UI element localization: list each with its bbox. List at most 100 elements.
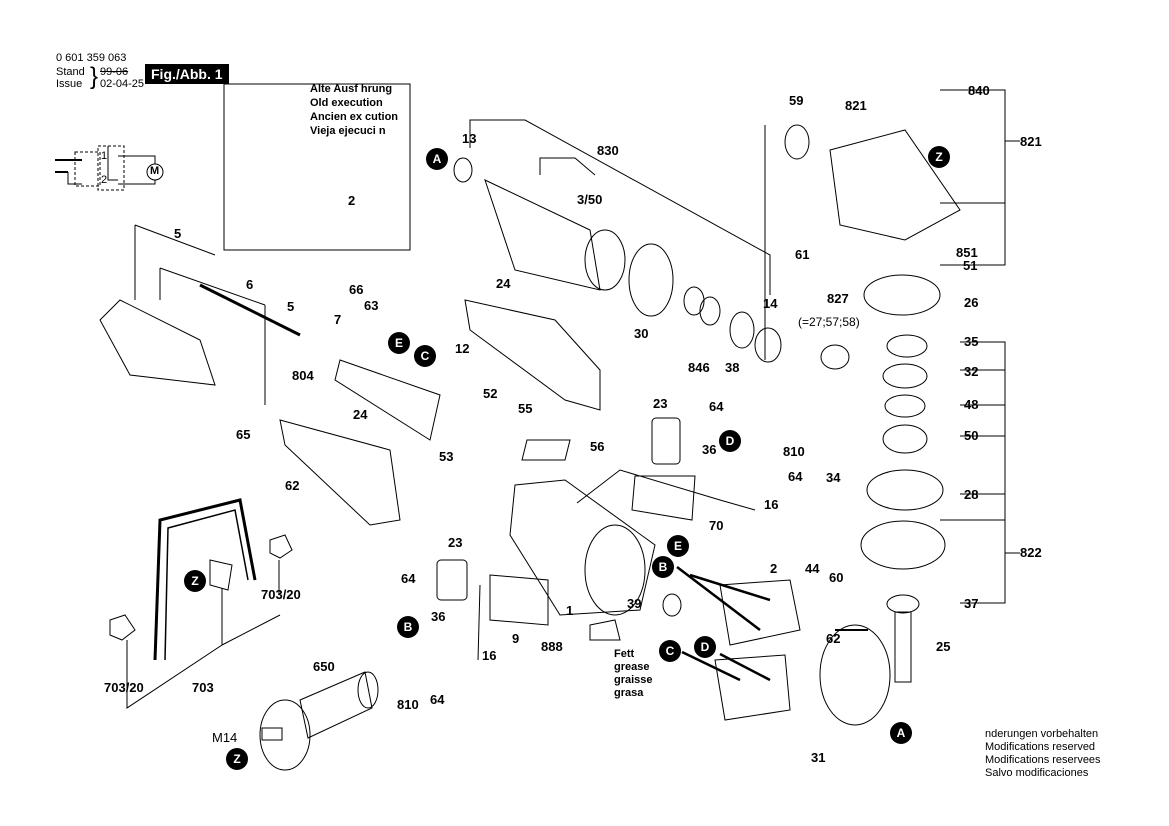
part-label: 52 xyxy=(483,386,498,401)
cable-sleeve-drawing xyxy=(99,224,301,405)
bow-handle-drawing xyxy=(109,498,293,709)
switch-drawing xyxy=(334,359,441,441)
connector-marker-z: Z xyxy=(226,748,248,770)
connector-marker-e: E xyxy=(388,332,410,354)
modifications-note: nderungen vorbehalten Modifications rese… xyxy=(985,728,1101,779)
part-label: 5 xyxy=(174,226,182,241)
brace-icon: } xyxy=(90,63,99,90)
part-label: 64 xyxy=(709,399,724,414)
part-label: 12 xyxy=(455,341,470,356)
part-label: 804 xyxy=(292,368,314,383)
part-label: 30 xyxy=(634,326,649,341)
part-label: 16 xyxy=(764,497,779,512)
part-label: 7 xyxy=(334,312,342,327)
connector-marker-c: C xyxy=(414,345,436,367)
part-label: 37 xyxy=(964,596,979,611)
part-label: 64 xyxy=(430,692,445,707)
part-label: 62 xyxy=(826,631,841,646)
old-execution-box xyxy=(223,83,411,251)
part-label: 34 xyxy=(826,470,841,485)
part-label: 840 xyxy=(968,83,990,98)
old-execution-part-ref: 2 xyxy=(348,193,356,208)
part-label: 821 xyxy=(1020,134,1042,149)
part-label: 61 xyxy=(795,247,810,262)
part-label: 5 xyxy=(287,299,295,314)
part-label: 70 xyxy=(709,518,724,533)
part-label: 810 xyxy=(397,697,419,712)
stand-value: 99-06 xyxy=(100,66,129,78)
part-label: 3/50 xyxy=(577,192,603,207)
figure-label: Fig./Abb. 1 xyxy=(145,64,229,84)
gear-head-drawing xyxy=(764,89,1020,683)
handle-cover-drawing xyxy=(464,299,601,411)
part-label: 703/20 xyxy=(261,587,301,602)
motor-symbol: M xyxy=(150,165,160,177)
connector-marker-z: Z xyxy=(184,570,206,592)
part-label: 2 xyxy=(770,561,778,576)
part-label: 888 xyxy=(541,639,563,654)
part-label: 59 xyxy=(789,93,804,108)
part-label: 24 xyxy=(353,407,368,422)
wiring-contact-1: 1 xyxy=(101,150,108,162)
connector-marker-a: A xyxy=(426,148,448,170)
part-label: 32 xyxy=(964,364,979,379)
part-label: 51 xyxy=(963,258,978,273)
field-coil-drawing xyxy=(662,566,891,726)
part-label: 64 xyxy=(401,571,416,586)
part-label: 24 xyxy=(496,276,511,291)
part-label: 703/20 xyxy=(104,680,144,695)
connector-marker-b: B xyxy=(652,556,674,578)
part-label: 14 xyxy=(763,296,778,311)
part-label: 36 xyxy=(702,442,717,457)
connector-marker-e: E xyxy=(667,535,689,557)
part-label: 827 xyxy=(827,291,849,306)
part-label: 36 xyxy=(431,609,446,624)
part-label: 6 xyxy=(246,277,254,292)
part-label: 846 xyxy=(688,360,710,375)
part-label: 703 xyxy=(192,680,214,695)
part-label: 830 xyxy=(597,143,619,158)
part-label: 44 xyxy=(805,561,820,576)
issue-value: 02-04-25 xyxy=(100,78,145,90)
part-label: 1 xyxy=(566,603,574,618)
part-label: 55 xyxy=(518,401,533,416)
part-label: 48 xyxy=(964,397,979,412)
part-label: 50 xyxy=(964,428,979,443)
part-label: 62 xyxy=(285,478,300,493)
part-label: 35 xyxy=(964,334,979,349)
side-handle-drawing xyxy=(259,671,379,771)
part-label: 65 xyxy=(236,427,251,442)
handle-drawing xyxy=(279,419,401,526)
part-label: M14 xyxy=(212,730,238,745)
part-label: 851 xyxy=(956,245,978,260)
connector-marker-d: D xyxy=(694,636,716,658)
connector-marker-c: C xyxy=(659,640,681,662)
part-label: 63 xyxy=(364,298,379,313)
part-label: 650 xyxy=(313,659,335,674)
stand-label: Stand xyxy=(56,66,85,78)
old-execution-note: Alte Ausf hrung Old execution Ancien ex … xyxy=(310,83,399,137)
part-label: 60 xyxy=(829,570,844,585)
part-label: 16 xyxy=(482,648,497,663)
part-label: 13 xyxy=(462,131,477,146)
connector-marker-a: A xyxy=(890,722,912,744)
part-label-note: (=27;57;58) xyxy=(798,315,860,329)
part-label: 23 xyxy=(448,535,463,550)
part-label: 822 xyxy=(1020,545,1042,560)
part-label: 9 xyxy=(512,631,520,646)
part-label: 38 xyxy=(725,360,740,375)
part-number: 0 601 359 063 xyxy=(56,52,127,64)
part-label: 23 xyxy=(653,396,668,411)
part-label: 31 xyxy=(811,750,826,765)
connector-marker-d: D xyxy=(719,430,741,452)
part-label: 821 xyxy=(845,98,867,113)
part-label: 26 xyxy=(964,295,979,310)
part-label: 28 xyxy=(964,487,979,502)
part-label: 53 xyxy=(439,449,454,464)
wiring-contact-2: 2 xyxy=(101,174,108,186)
part-label: 25 xyxy=(936,639,951,654)
wiring-schematic xyxy=(55,145,164,191)
part-label: 66 xyxy=(349,282,364,297)
connector-marker-b: B xyxy=(397,616,419,638)
armature-drawing xyxy=(453,119,782,363)
